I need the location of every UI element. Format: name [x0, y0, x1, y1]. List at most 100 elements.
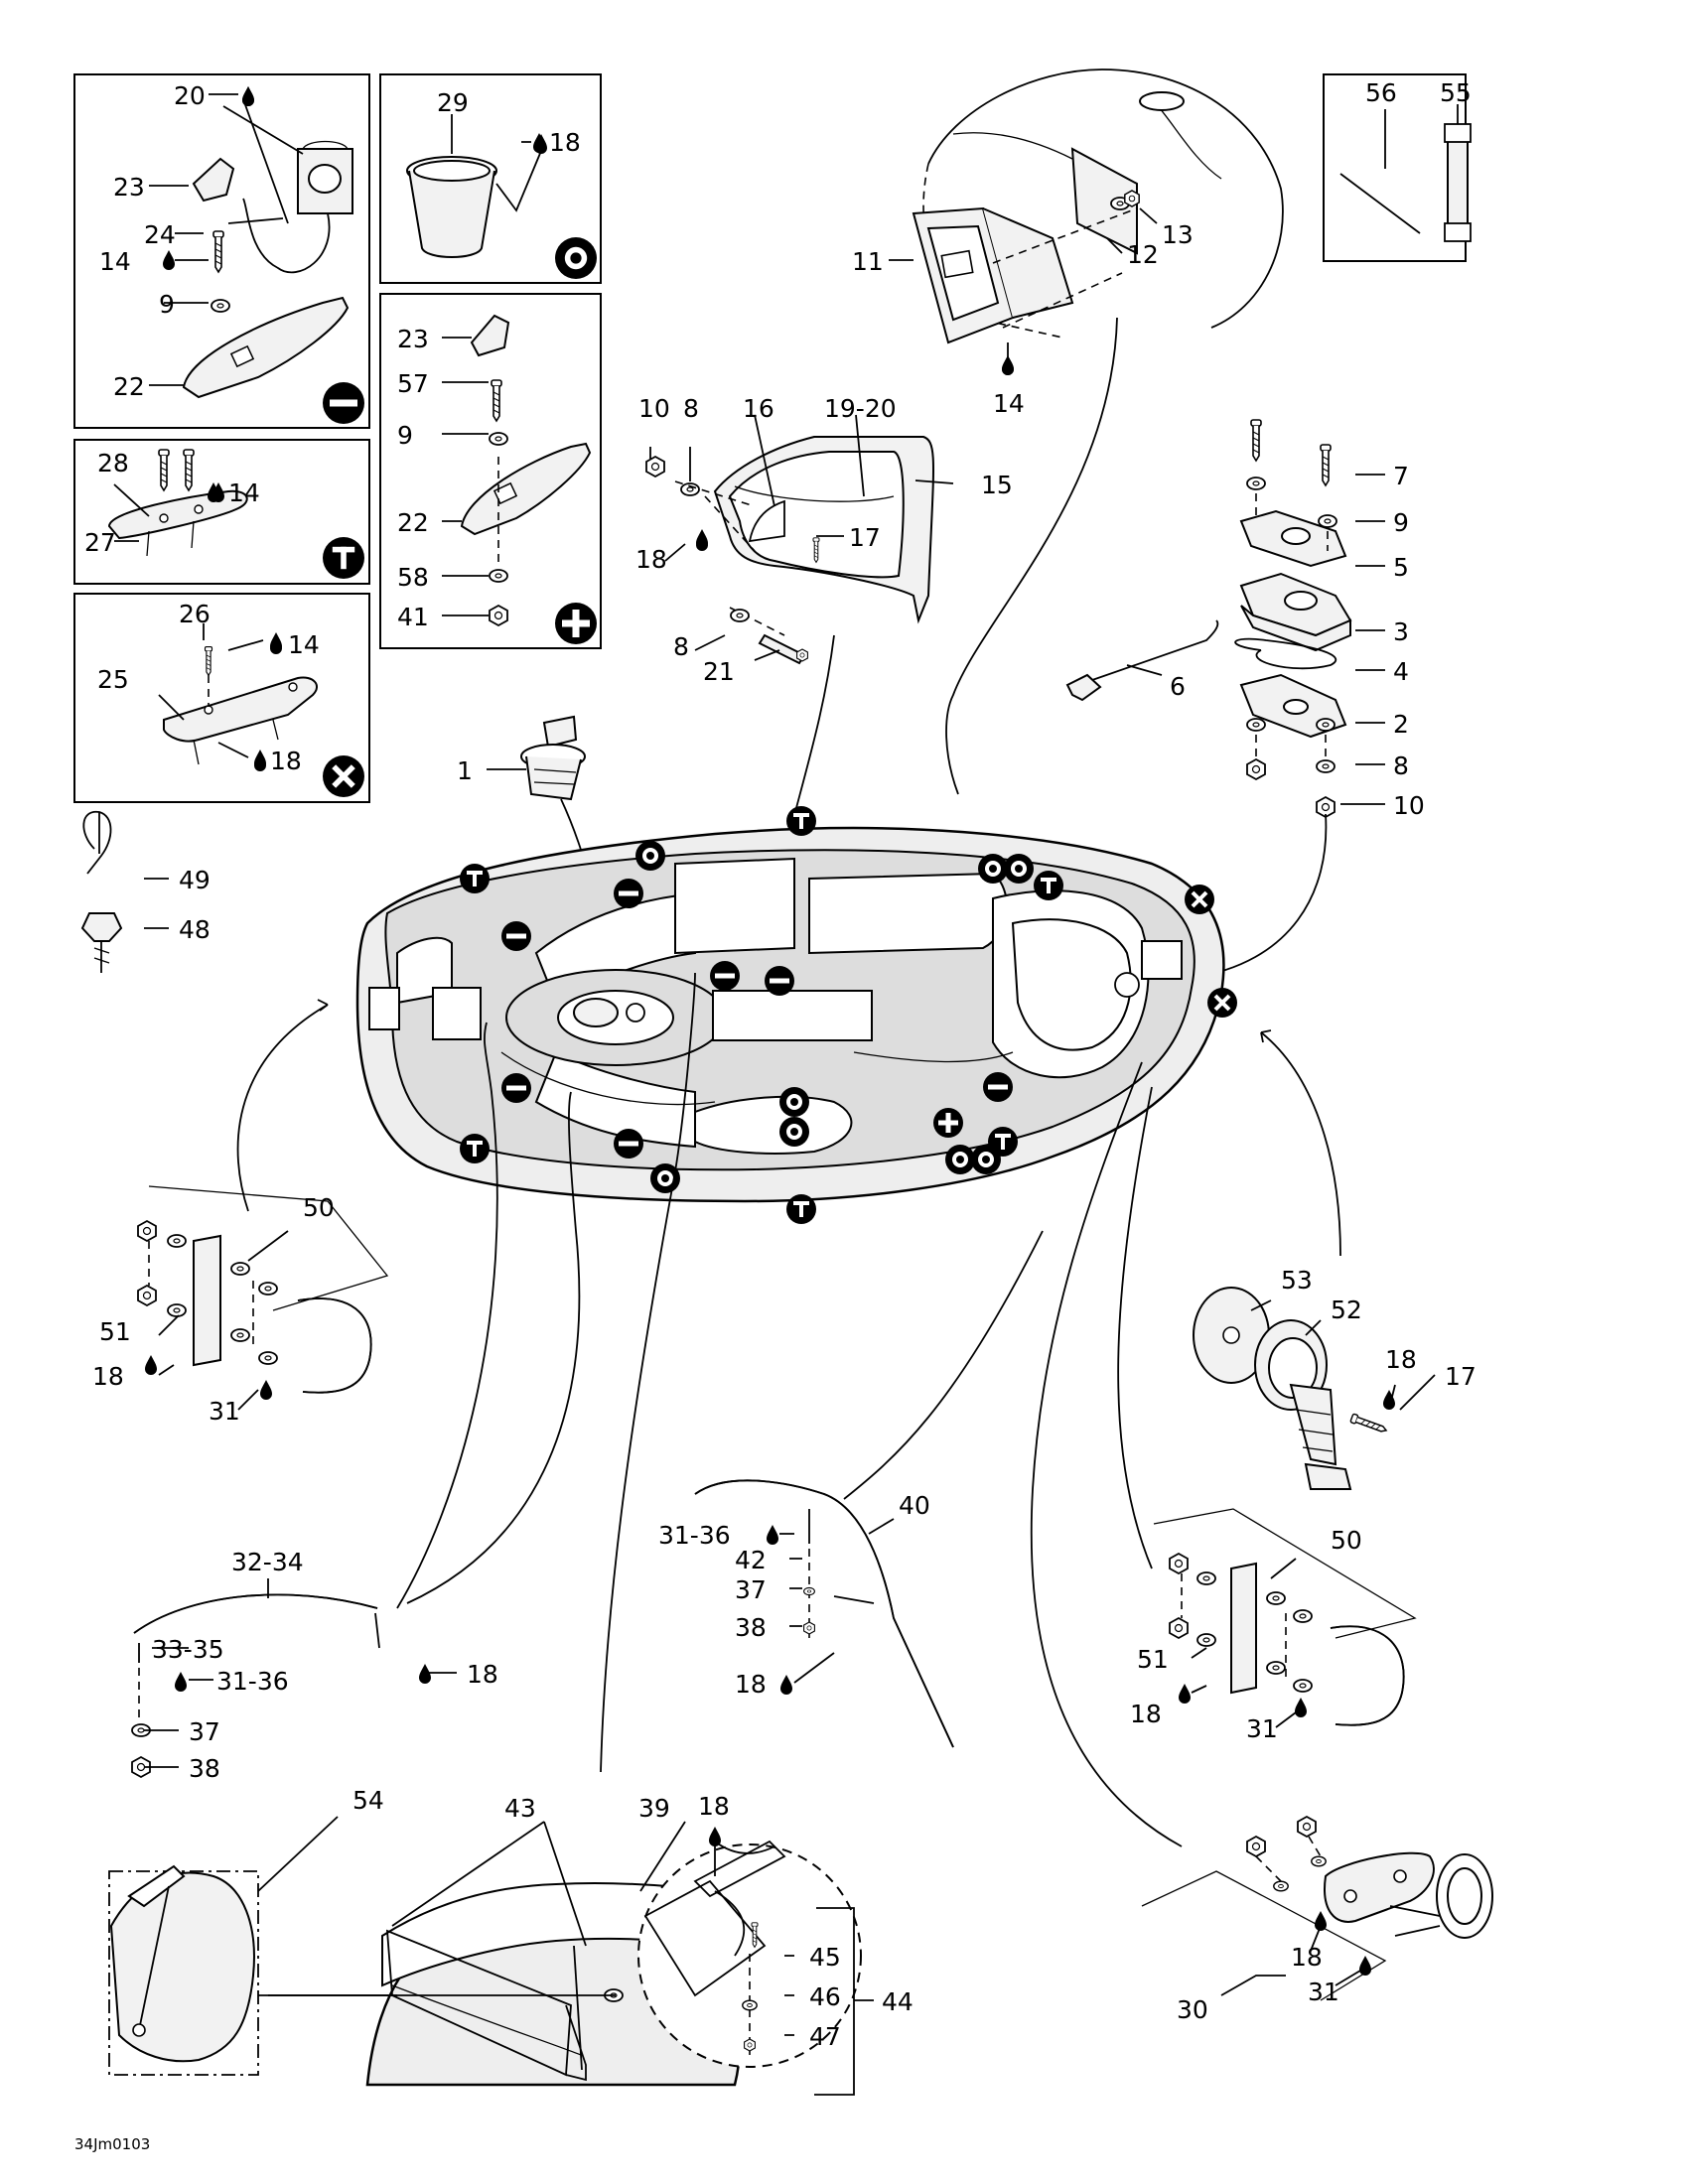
drawing-reference-code: 34Jm0103 [74, 2135, 150, 2153]
t-symbol [460, 864, 490, 893]
label-18: 18 [549, 128, 581, 157]
label-50: 50 [303, 1193, 335, 1222]
label-8: 8 [1393, 751, 1409, 780]
label-42: 42 [735, 1546, 767, 1574]
inset-box-ring-cupholder [379, 73, 602, 284]
label-18: 18 [1130, 1700, 1162, 1728]
drop-icon [419, 1664, 431, 1684]
x-symbol [323, 755, 364, 797]
drop-icon [260, 1380, 272, 1400]
inset-box-plus-cleat [379, 293, 602, 649]
label-38: 38 [189, 1754, 220, 1783]
label-53: 53 [1281, 1266, 1313, 1295]
label-14: 14 [993, 389, 1025, 418]
label-58: 58 [397, 563, 429, 592]
label-41: 41 [397, 603, 429, 631]
drop-icon [254, 751, 266, 771]
label-31-36: 31-36 [216, 1667, 289, 1696]
label-31: 31 [1308, 1978, 1339, 2006]
inset-box-t-cleat [73, 439, 370, 585]
drop-icon [1315, 1911, 1327, 1931]
label-45: 45 [809, 1943, 841, 1972]
label-30: 30 [1177, 1995, 1208, 2024]
t-symbol [786, 806, 816, 836]
drop-icon [1179, 1684, 1191, 1704]
label-46: 46 [809, 1982, 841, 2011]
label-1: 1 [457, 756, 473, 785]
ring-symbol [1004, 854, 1034, 884]
minus-symbol [983, 1072, 1013, 1102]
label-14: 14 [228, 478, 260, 507]
deck-main-body [355, 826, 1225, 1203]
push-clip [80, 912, 123, 973]
label-26: 26 [179, 600, 211, 628]
drop-icon [242, 86, 254, 106]
drop-icon [696, 531, 708, 551]
label-5: 5 [1393, 553, 1409, 582]
label-44: 44 [882, 1987, 914, 2016]
drop-icon [709, 1827, 721, 1846]
label-32-34: 32-34 [231, 1548, 304, 1576]
minus-symbol [323, 382, 364, 425]
label-18: 18 [698, 1792, 730, 1821]
label-17: 17 [1445, 1362, 1477, 1391]
label-31: 31 [1246, 1714, 1278, 1743]
leader-curves [236, 972, 1341, 1847]
inset-box-x-step [73, 593, 370, 803]
t-symbol [786, 1194, 816, 1224]
label-8: 8 [683, 394, 699, 423]
label-31-36: 31-36 [658, 1521, 731, 1550]
label-50: 50 [1331, 1526, 1362, 1555]
label-10: 10 [1393, 791, 1425, 820]
ring-symbol [779, 1117, 809, 1147]
label-38: 38 [735, 1613, 767, 1642]
label-49: 49 [179, 866, 211, 894]
minus-symbol [710, 961, 740, 991]
minus-symbol [501, 921, 531, 951]
label-18: 18 [270, 747, 302, 775]
minus-symbol [501, 1073, 531, 1103]
glove-box-assembly [912, 68, 1284, 795]
right-u-bracket-assembly [1153, 1508, 1417, 1726]
label-43: 43 [504, 1794, 536, 1823]
detail-circle-44 [637, 1840, 862, 2096]
drop-icon [1359, 1956, 1371, 1976]
label-23: 23 [397, 325, 429, 353]
drop-icon [533, 133, 545, 153]
drop-icon [1295, 1698, 1307, 1717]
label-24: 24 [144, 220, 176, 249]
label-29: 29 [437, 88, 469, 117]
label-15: 15 [981, 471, 1013, 499]
label-16: 16 [743, 394, 774, 423]
grab-handle-40 [694, 1479, 954, 1748]
label-52: 52 [1331, 1296, 1362, 1324]
ring-symbol [635, 841, 665, 871]
part-labels: 20 23 24 14 9 22 29 18 23 57 9 22 58 41 … [74, 78, 1477, 2153]
drop-icon [145, 1355, 157, 1375]
label-7: 7 [1393, 462, 1409, 490]
x-symbol [1183, 883, 1216, 916]
left-u-bracket-assembly [137, 1185, 389, 1394]
pin-cleat-assembly [1065, 419, 1352, 979]
label-4: 4 [1393, 657, 1409, 686]
label-12: 12 [1127, 240, 1159, 269]
drain-plug-side [1193, 1287, 1389, 1490]
label-57: 57 [397, 369, 429, 398]
label-19-20: 19-20 [824, 394, 897, 423]
drop-icon [1002, 355, 1014, 375]
label-39: 39 [638, 1794, 670, 1823]
detail-panel-54 [108, 1864, 397, 2076]
label-55: 55 [1440, 78, 1472, 107]
drop-icon [780, 1675, 792, 1695]
ring-symbol [978, 854, 1008, 884]
drop-icon [175, 1672, 187, 1692]
t-symbol [323, 537, 364, 579]
ring-symbol [779, 1087, 809, 1117]
inset-box-tool [1323, 73, 1472, 262]
label-48: 48 [179, 915, 211, 944]
label-18: 18 [92, 1362, 124, 1391]
label-23: 23 [113, 173, 145, 202]
label-25: 25 [97, 665, 129, 694]
plus-symbol [933, 1108, 963, 1138]
